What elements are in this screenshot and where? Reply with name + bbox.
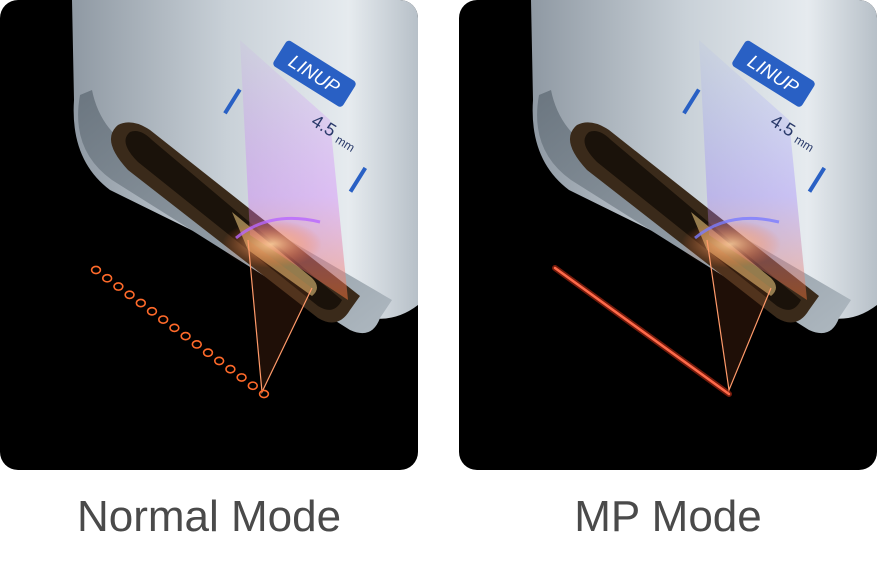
focal-dot — [258, 389, 270, 399]
focal-dot — [146, 306, 158, 316]
transducer-illustration: LINUP 4.5 mm — [531, 0, 877, 397]
focal-dot — [135, 298, 147, 308]
mp-mode-image: LINUP 4.5 mm — [459, 0, 877, 470]
focal-dot — [169, 323, 180, 333]
transducer-illustration: LINUP 4.5 mm — [72, 0, 418, 399]
mp-line-pattern — [553, 266, 731, 396]
focal-dot — [124, 290, 135, 300]
normal-mode-image: LINUP 4.5 mm — [0, 0, 418, 470]
normal-mode-caption: Normal Mode — [76, 492, 342, 541]
focal-dot — [113, 282, 124, 291]
focal-dot — [202, 348, 214, 358]
focal-dot — [191, 339, 203, 349]
normal-dot-pattern — [90, 265, 270, 399]
focal-dot — [101, 273, 113, 283]
mp-mode-caption: MP Mode — [574, 492, 762, 541]
focal-dot — [225, 364, 236, 374]
focal-dot — [158, 315, 169, 324]
focal-dot — [180, 331, 191, 341]
focal-dot — [236, 373, 247, 382]
focal-dot — [247, 381, 259, 391]
focal-dot — [90, 265, 102, 275]
focal-dot — [214, 356, 225, 366]
